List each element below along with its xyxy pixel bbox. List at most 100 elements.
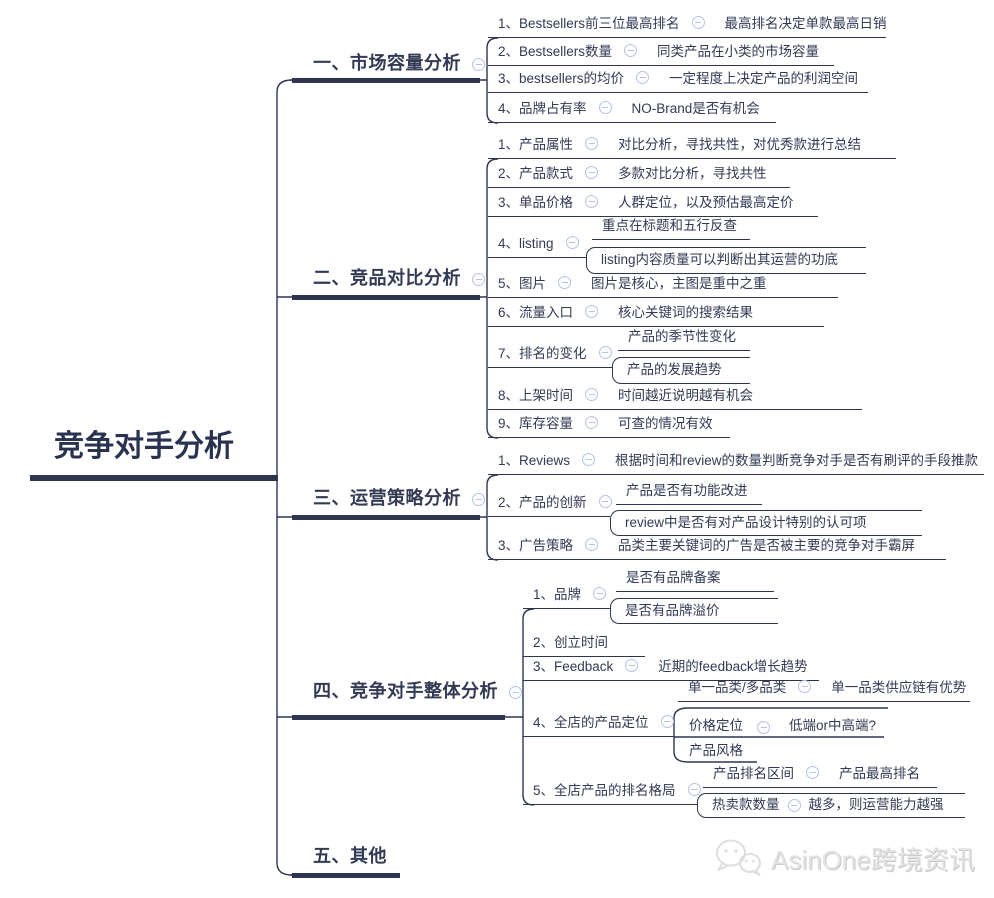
subtopic-label[interactable]: 价格定位 xyxy=(689,718,743,733)
collapse-icon[interactable] xyxy=(509,686,522,699)
subtopic-label[interactable]: 重点在标题和五行反查 xyxy=(602,218,737,234)
subtopic-label[interactable]: 图片是核心，主图是重中之重 xyxy=(591,276,767,292)
collapse-icon[interactable] xyxy=(625,659,639,672)
topic-label[interactable]: 2、Bestsellers数量 xyxy=(498,44,613,60)
topic-label[interactable]: 2、产品的创新 xyxy=(498,495,587,511)
subtopic-label[interactable]: 近期的feedback增长趋势 xyxy=(658,659,808,675)
subtopic-label[interactable]: 产品的季节性变化 xyxy=(628,329,736,345)
collapse-icon[interactable] xyxy=(585,195,599,208)
branch-label[interactable]: 四、竞争对手整体分析 xyxy=(313,681,498,701)
subtopic-label[interactable]: 产品风格 xyxy=(689,743,743,758)
branch-topic-4[interactable]: 四、竞争对手整体分析 xyxy=(313,678,522,702)
subtopic-label[interactable]: 是否有品牌备案 xyxy=(626,570,721,586)
subtopic-label[interactable]: review中是否有对产品设计特别的认可项 xyxy=(625,514,867,530)
subtopic-label[interactable]: 产品最高排名 xyxy=(839,766,920,782)
topic-row: 7、排名的变化 xyxy=(488,342,612,368)
topic-label[interactable]: 2、创立时间 xyxy=(533,635,609,651)
topic-label[interactable]: 4、listing xyxy=(498,236,554,252)
collapse-icon[interactable] xyxy=(598,101,612,114)
collapse-icon[interactable] xyxy=(472,493,485,506)
subtopic-label[interactable]: 产品是否有功能改进 xyxy=(626,483,748,499)
subtopic-label[interactable]: 时间越近说明越有机会 xyxy=(618,388,754,404)
subtopic-label[interactable]: 核心关键词的搜索结果 xyxy=(618,305,754,321)
topic-label[interactable]: 1、Reviews xyxy=(498,453,571,469)
topic-row: 4、listing xyxy=(488,232,586,258)
subtopic-label[interactable]: 是否有品牌溢价 xyxy=(625,602,720,618)
branch-topic-3[interactable]: 三、运营策略分析 xyxy=(313,485,485,509)
branch-topic-5[interactable]: 五、其他 xyxy=(313,843,387,867)
collapse-icon[interactable] xyxy=(806,766,819,779)
collapse-icon[interactable] xyxy=(798,680,812,693)
topic-label[interactable]: 3、bestsellers的均价 xyxy=(498,71,625,87)
topic-label[interactable]: 1、Bestsellers前三位最高排名 xyxy=(498,16,680,32)
topic-label[interactable]: 1、产品属性 xyxy=(498,137,574,153)
topic-label[interactable]: 4、全店的产品定位 xyxy=(533,715,649,731)
collapse-icon[interactable] xyxy=(585,388,599,401)
collapse-icon[interactable] xyxy=(757,721,770,734)
branch-label[interactable]: 五、其他 xyxy=(313,846,387,866)
subtopic-label[interactable]: NO-Brand是否有机会 xyxy=(631,101,760,117)
topic-label[interactable]: 1、品牌 xyxy=(533,587,582,603)
subtopic-label[interactable]: 产品的发展趋势 xyxy=(627,362,722,378)
collapse-icon[interactable] xyxy=(660,715,674,728)
branch-label[interactable]: 二、竞品对比分析 xyxy=(313,268,461,288)
subtopic-label[interactable]: 人群定位，以及预估最高定价 xyxy=(618,195,794,211)
collapse-icon[interactable] xyxy=(636,71,650,84)
topic-row: 3、广告策略 品类主要关键词的广告是否被主要的竞争对手霸屏 xyxy=(488,534,946,560)
watermark-text: AsinOne跨境资讯 xyxy=(771,844,975,875)
subtopic-label[interactable]: 单一品类/多品类 xyxy=(688,680,787,696)
collapse-icon[interactable] xyxy=(598,346,612,359)
collapse-icon[interactable] xyxy=(687,783,701,796)
collapse-icon[interactable] xyxy=(691,16,705,29)
branch-topic-2[interactable]: 二、竞品对比分析 xyxy=(313,265,485,289)
collapse-icon[interactable] xyxy=(593,587,607,600)
collapse-icon[interactable] xyxy=(582,453,596,466)
topic-row: 4、全店的产品定位 xyxy=(523,711,674,737)
subtopic-label[interactable]: 多款对比分析，寻找共性 xyxy=(618,166,767,182)
collapse-icon[interactable] xyxy=(472,273,485,286)
collapse-icon[interactable] xyxy=(472,58,485,71)
subtopic-label[interactable]: listing内容质量可以判断出其运营的功底 xyxy=(601,252,839,268)
branch-label[interactable]: 三、运营策略分析 xyxy=(313,488,461,508)
topic-row: 1、产品属性 对比分析，寻找共性，对优秀款进行总结 xyxy=(488,133,896,159)
subtopic-label[interactable]: 最高排名决定单款最高日销 xyxy=(724,16,887,32)
subtopic-label[interactable]: 品类主要关键词的广告是否被主要的竞争对手霸屏 xyxy=(618,538,916,554)
branch-label[interactable]: 一、市场容量分析 xyxy=(313,53,461,73)
collapse-icon[interactable] xyxy=(585,538,599,551)
topic-row: 6、流量入口 核心关键词的搜索结果 xyxy=(488,301,824,327)
subtopic-label[interactable]: 热卖款数量 xyxy=(712,797,780,813)
topic-label[interactable]: 9、库存容量 xyxy=(498,416,574,432)
collapse-icon[interactable] xyxy=(585,166,599,179)
collapse-icon[interactable] xyxy=(585,416,599,429)
subtopic-label[interactable]: 同类产品在小类的市场容量 xyxy=(657,44,820,60)
branch-topic-1[interactable]: 一、市场容量分析 xyxy=(313,50,485,74)
subtopic-label[interactable]: 一定程度上决定产品的利润空间 xyxy=(669,71,859,87)
subtopic-label[interactable]: 可查的情况有效 xyxy=(618,416,713,432)
collapse-icon[interactable] xyxy=(565,236,579,249)
topic-label[interactable]: 3、Feedback xyxy=(533,659,614,675)
subtopic-label[interactable]: 对比分析，寻找共性，对优秀款进行总结 xyxy=(618,137,862,153)
collapse-icon[interactable] xyxy=(558,276,572,289)
collapse-icon[interactable] xyxy=(787,799,801,812)
collapse-icon[interactable] xyxy=(598,495,612,508)
root-topic[interactable]: 竞争对手分析 xyxy=(54,430,234,463)
topic-label[interactable]: 6、流量入口 xyxy=(498,305,574,321)
collapse-icon[interactable] xyxy=(585,305,599,318)
branch-bar xyxy=(292,715,505,720)
topic-label[interactable]: 2、产品款式 xyxy=(498,166,574,182)
collapse-icon[interactable] xyxy=(624,44,638,57)
topic-label[interactable]: 8、上架时间 xyxy=(498,388,574,404)
topic-label[interactable]: 3、广告策略 xyxy=(498,538,574,554)
topic-label[interactable]: 5、全店产品的排名格局 xyxy=(533,783,676,799)
subtopic-row: 产品是否有功能改进 xyxy=(616,479,762,505)
collapse-icon[interactable] xyxy=(585,137,599,150)
topic-label[interactable]: 5、图片 xyxy=(498,276,547,292)
topic-label[interactable]: 3、单品价格 xyxy=(498,195,574,211)
subtopic-label[interactable]: 产品排名区间 xyxy=(713,766,794,782)
topic-label[interactable]: 7、排名的变化 xyxy=(498,346,587,362)
subtopic-label[interactable]: 越多，则运营能力越强 xyxy=(808,797,944,813)
subtopic-label[interactable]: 单一品类供应链有优势 xyxy=(831,680,967,696)
subtopic-label[interactable]: 低端or中高端? xyxy=(789,718,877,733)
subtopic-label[interactable]: 根据时间和review的数量判断竞争对手是否有刷评的手段推款 xyxy=(615,453,979,469)
topic-label[interactable]: 4、品牌占有率 xyxy=(498,101,587,117)
